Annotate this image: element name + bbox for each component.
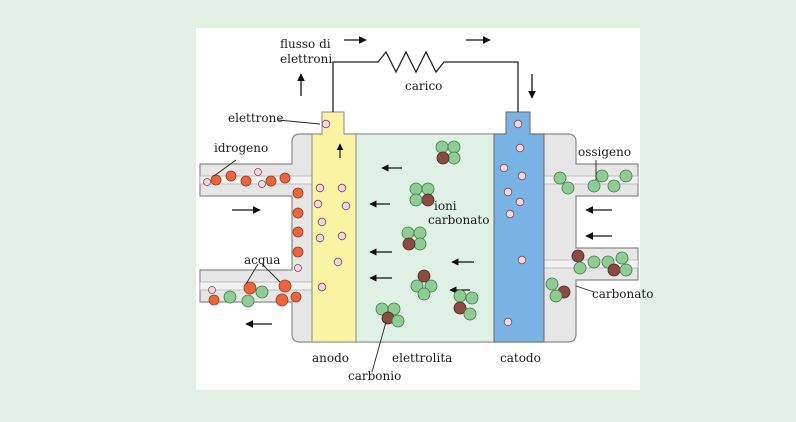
cathode-electrons — [499, 119, 527, 327]
label-load: carico — [405, 79, 442, 93]
carbonate-ion — [409, 182, 435, 207]
label-carbonate-ions-1: ioni — [434, 199, 457, 213]
label-electron: elettrone — [228, 111, 283, 125]
carbonate-molecules — [545, 249, 633, 303]
water-molecules — [208, 246, 304, 308]
leader-carbon — [371, 321, 387, 373]
external-circuit-wire — [332, 50, 519, 112]
label-oxygen: ossigeno — [578, 145, 631, 159]
oxygen-molecules — [553, 169, 633, 195]
label-cathode: catodo — [500, 351, 541, 365]
label-carbonate: carbonato — [592, 287, 653, 301]
leader-water-1 — [245, 263, 259, 285]
label-electron-flow-1: flusso di — [280, 37, 331, 51]
carbonate-ion — [375, 302, 405, 328]
carbonate-ions — [375, 140, 479, 328]
label-hydrogen: idrogeno — [214, 141, 268, 155]
carbonate-ion — [453, 289, 479, 321]
anode-electrons — [313, 119, 351, 292]
carbonate-ion — [435, 140, 461, 165]
leader-water-2 — [261, 263, 281, 283]
leader-hydrogen — [213, 159, 237, 177]
label-water: acqua — [244, 253, 280, 267]
hydrogen-molecules — [203, 168, 304, 238]
label-anode: anodo — [312, 351, 349, 365]
label-electrolyte: elettrolita — [392, 351, 452, 365]
carbonate-ion — [410, 269, 438, 301]
leader-carbonate — [575, 285, 595, 293]
anode-electrode — [311, 111, 357, 343]
label-carbon: carbonio — [348, 369, 401, 383]
carbonate-ion — [401, 226, 427, 251]
label-electron-flow-2: elettroni — [280, 52, 332, 66]
label-carbonate-ions-2: carbonato — [428, 213, 489, 227]
leader-electron — [277, 119, 321, 125]
